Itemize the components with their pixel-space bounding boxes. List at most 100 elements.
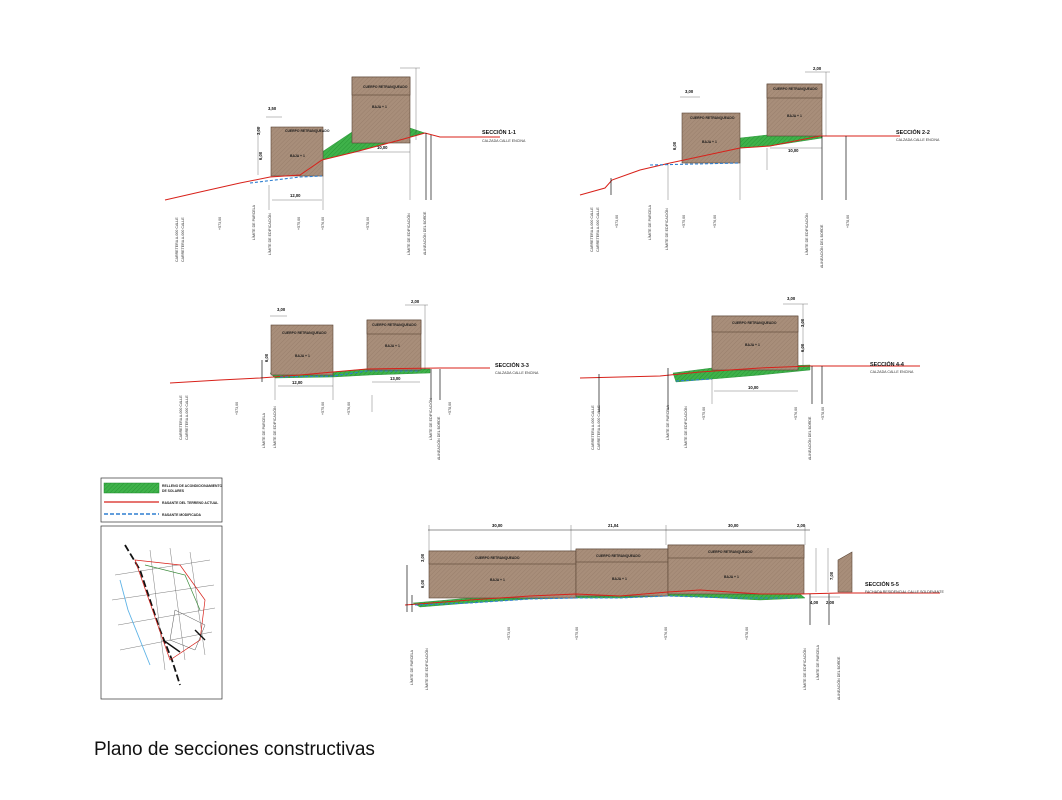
vlabel-2: CARRETERA A-000 CALLE [597,405,601,450]
dim-e: 4,00 [810,600,819,605]
modified-grade [414,595,800,606]
vlabel-4: LÍMITE DE EDIFICACIÓN [664,208,669,250]
terrain-line [164,132,500,201]
block-label-upper: CUERPO RETRANQUEADO [285,129,330,133]
dim-a: 3,50 [268,106,277,111]
dim-d: 2,00 [797,523,806,528]
dim-c: 13,00 [390,376,401,381]
cota-3: +576,00 [347,402,351,415]
vlabel-3: LÍMITE DE PARCELA [262,412,266,448]
block-label-lower: BAJA + 1 [745,343,760,347]
section-title: SECCIÓN 4-4 [870,360,904,368]
block-label-upper: CUERPO RETRANQUEADO [732,321,777,325]
dim-i: 7,00 [829,571,834,580]
terrain-line [169,367,490,384]
vlabel-2: LÍMITE DE EDIFICACIÓN [424,648,429,690]
section-title: SECCIÓN 1-1 [482,128,516,136]
dim-d: 3,00 [800,318,805,327]
section-2-2: 3,00 10,00 2,00 6,00 CUERPO RETRANQUEADO… [579,66,940,268]
dim-e: 6,00 [264,353,269,362]
vlabel-3: LÍMITE DE PARCELA [666,404,670,440]
legend-item-2: RASANTE DEL TERRENO ACTUAL [162,501,218,505]
cota-4: +578,00 [846,215,850,228]
vlabel-4: LÍMITE DE EDIFICACIÓN [272,406,277,448]
block-label-lower-1: BAJA + 1 [490,578,505,582]
vlabel-4: LÍMITE DE PARCELA [816,644,820,680]
legend-item-3: RASANTE MODIFICADA [162,513,202,517]
modified-grade [649,162,741,166]
dim-g: 3,00 [420,553,425,562]
block-label-lower-2: BAJA + 1 [612,577,627,581]
terrain-line [404,589,940,606]
neighbor-facade [837,551,853,593]
cota-1: +573,00 [218,217,222,230]
cota-2: +575,00 [682,215,686,228]
block-label-upper: CUERPO RETRANQUEADO [282,331,327,335]
dim-f: 2,00 [826,600,835,605]
block-label-lower-2: BAJA + 1 [787,114,802,118]
dim-d: 2,00 [411,299,420,304]
building-upper-cap [766,83,823,99]
vlabel-6: ALINEACIÓN DEL BORDE [436,416,441,460]
vlabel-5: LÍMITE DE EDIFICACIÓN [428,398,433,440]
vlabel-2: CARRETERA A-000 CALLE [596,207,600,252]
cota-3: +578,00 [821,407,825,420]
dim-c: 30,00 [728,523,739,528]
vlabel-1: LÍMITE DE PARCELA [410,649,414,685]
block-label-upper: CUERPO RETRANQUEADO [690,116,735,120]
vlabel-1: CARRETERA A-000 CALLE [179,395,183,440]
legend: RELLENO DE ACONDICIONAMIENTO DE SOLARES … [100,477,222,523]
vlabel-4: LÍMITE DE EDIFICACIÓN [267,213,272,255]
key-map-drawing [111,544,216,686]
block-label-lower: BAJA + 1 [290,154,305,158]
cota-3: +576,00 [321,217,325,230]
dim-d: 6,00 [672,141,677,150]
dim-c: 10,00 [377,145,388,150]
block-label-lower-3: BAJA + 1 [724,575,739,579]
block-label-upper-3: CUERPO RETRANQUEADO [708,550,753,554]
section-subtitle: CALZADA CALLE ENCINA [896,138,940,142]
section-subtitle: CALZADA CALLE ENCINA [870,370,914,374]
dim-c: 2,00 [813,66,822,71]
cota-1: +573,00 [235,402,239,415]
block-label-lower: BAJA + 1 [702,140,717,144]
dim-a: 30,00 [492,523,503,528]
block-label-upper-1: CUERPO RETRANQUEADO [475,556,520,560]
building-upper-cap [711,315,799,333]
section-subtitle: FACHADA RESIDENCIAL CALLE SOLDEVANTE [865,590,944,594]
block-label-upper-2: CUERPO RETRANQUEADO [372,323,417,327]
dim-b: 12,00 [290,193,301,198]
block-label-upper-2: CUERPO RETRANQUEADO [773,87,818,91]
dim-b: 10,00 [788,148,799,153]
vlabel-1: CARRETERA A-000 CALLE [590,207,594,252]
vlabel-1: CARRETERA A-000 CALLE [175,217,179,262]
building-block-3-cap [667,544,805,559]
cota-1: +573,00 [507,627,511,640]
cota-3: +576,00 [664,627,668,640]
block-label-upper-2: CUERPO RETRANQUEADO [363,85,408,89]
section-4-4: 3,00 10,00 6,00 3,00 CUERPO RETRANQUEADO… [579,296,920,460]
dim-a: 3,00 [685,89,694,94]
vlabel-6: ALINEACIÓN DEL BORDE [422,211,427,255]
section-title: SECCIÓN 5-5 [865,580,899,588]
dim-c: 6,00 [800,343,805,352]
legend-fill-swatch [103,482,160,494]
building-upper-cap [366,319,422,335]
vlabel-2: CARRETERA A-000 CALLE [181,217,185,262]
modified-grade [675,378,713,382]
terrain-line [579,135,900,196]
section-1-1: 3,50 12,00 10,00 3,00 6,00 CUERPO RETRAN… [164,67,526,262]
cota-4: +578,00 [448,402,452,415]
vlabel-5: ALINEACIÓN DEL BORDE [836,656,841,700]
vlabel-2: CARRETERA A-000 CALLE [185,395,189,440]
cota-3: +576,00 [713,215,717,228]
dim-b: 21,04 [608,523,619,528]
key-map [100,525,223,700]
section-title: SECCIÓN 3-3 [495,361,529,369]
terrain-line [579,365,920,379]
modified-grade [279,370,420,378]
dim-d: 3,00 [256,126,261,135]
vlabel-5: LÍMITE DE EDIFICACIÓN [406,213,411,255]
block-label-lower: BAJA + 1 [295,354,310,358]
section-subtitle: CALZADA CALLE ENCINA [495,371,539,375]
